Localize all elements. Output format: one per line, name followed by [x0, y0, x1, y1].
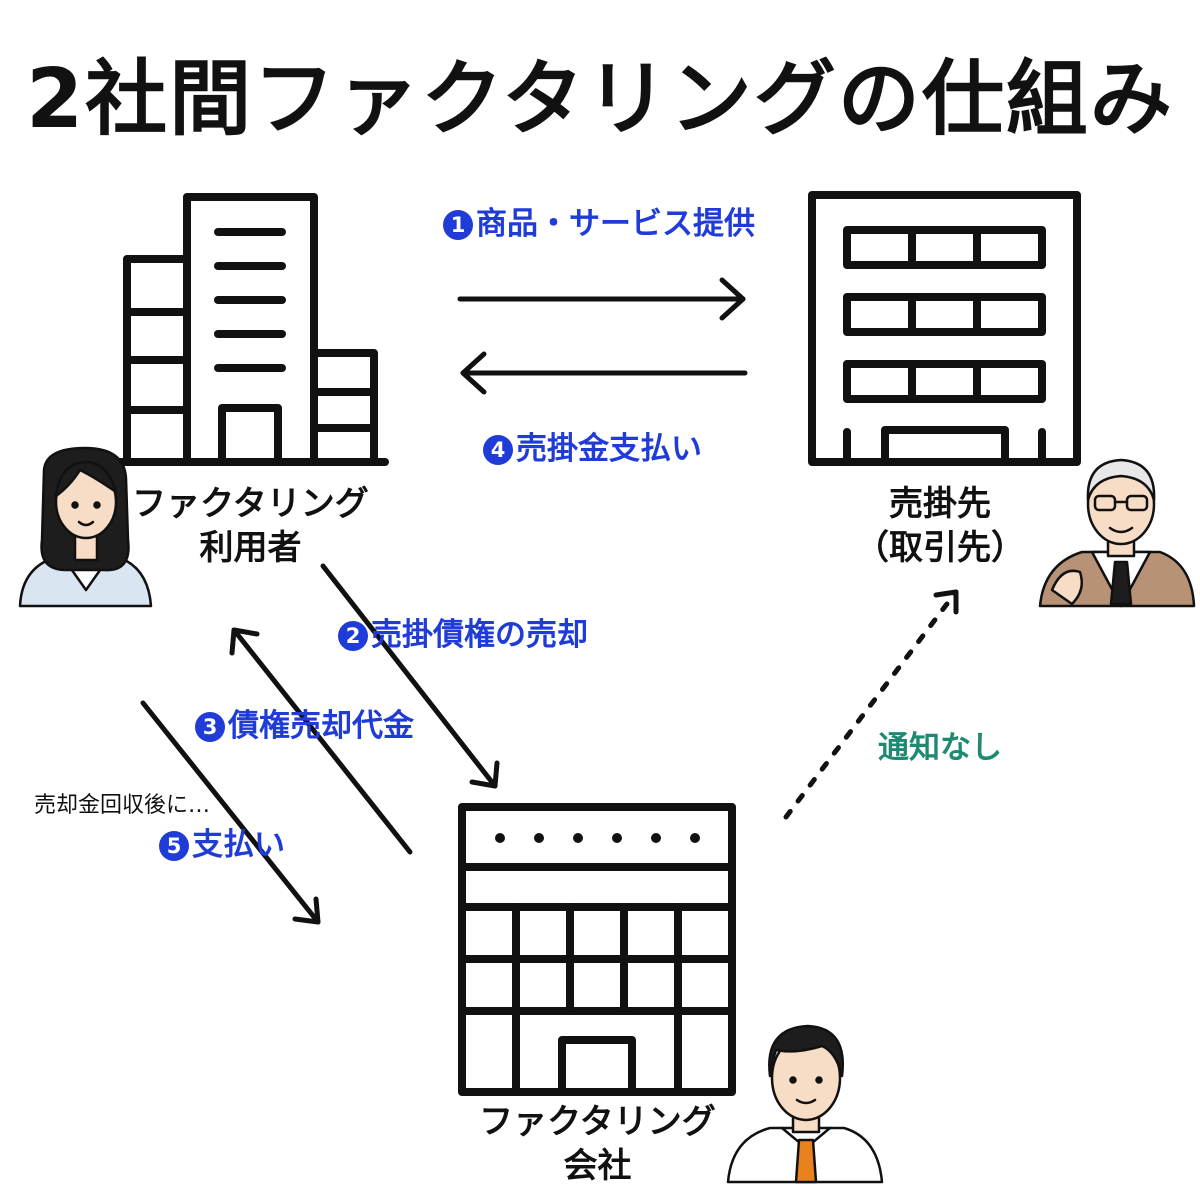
no-notice-label: 通知なし — [878, 730, 1002, 766]
office-building-icon — [458, 803, 736, 1096]
arrow-factor-payment — [140, 700, 321, 925]
step-number-badge: 3 — [195, 712, 225, 742]
entity-label-line: ファクタリング — [479, 1102, 716, 1142]
step-number-badge: 2 — [338, 621, 368, 651]
entity-label-client: 売掛先 （取引先） — [840, 482, 1040, 570]
arrow-no-notice-dotted — [783, 589, 959, 820]
after-collection-note: 売却金回収後に… — [34, 793, 211, 818]
entity-label-user: ファクタリング 利用者 — [118, 482, 383, 570]
entity-label-line: 利用者 — [199, 528, 302, 568]
arrow-user-to-factor — [320, 563, 500, 789]
office-building-icon — [808, 191, 1081, 466]
senior-businessman-icon — [1038, 458, 1196, 608]
entity-label-factor: ファクタリング 会社 — [465, 1100, 730, 1188]
businessman-icon — [726, 1024, 884, 1184]
step-number-badge: 4 — [483, 435, 513, 465]
step-text: 売掛債権の売却 — [371, 617, 588, 653]
entity-label-line: ファクタリング — [132, 484, 369, 524]
entity-label-line: （取引先） — [855, 528, 1025, 568]
step-number-badge: 1 — [443, 210, 473, 240]
step-text: 債権売却代金 — [228, 708, 414, 744]
step-number-badge: 5 — [159, 831, 189, 861]
arrow-user-to-client — [457, 277, 746, 321]
office-building-icon — [114, 193, 389, 466]
arrow-client-to-user — [460, 351, 748, 395]
entity-label-line: 売掛先 — [889, 484, 991, 524]
step-text: 売掛金支払い — [516, 431, 702, 467]
businesswoman-icon — [18, 446, 153, 608]
entity-label-line: 会社 — [563, 1146, 632, 1186]
page-title: 2社間ファクタリングの仕組み — [26, 52, 1174, 147]
step-text: 商品・サービス提供 — [476, 206, 755, 242]
building-sign-dots — [495, 833, 700, 843]
arrow-factor-to-user — [229, 627, 413, 855]
step-text: 支払い — [192, 827, 285, 863]
